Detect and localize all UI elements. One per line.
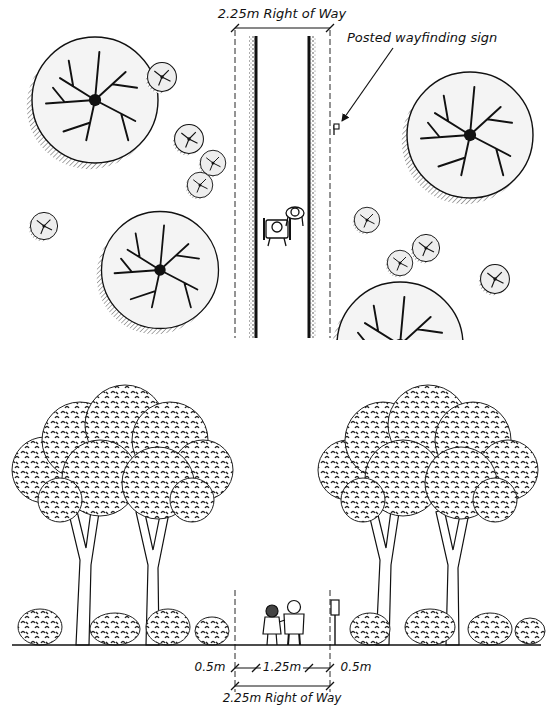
tree-canopy [402,72,533,204]
plan-people [264,207,304,246]
row-line [330,30,331,338]
shrub [18,609,545,645]
shrub [411,234,440,263]
row-line [235,590,236,692]
path-edge [255,36,258,338]
dimension-label: 0.5m [193,661,228,675]
tree-trunks [68,503,470,645]
dimension-label: 2.25m Right of Way [221,692,344,706]
sign-post [331,600,339,645]
sign-symbol [334,124,339,135]
section-view [12,385,545,692]
shrub [146,63,177,94]
row-line [235,30,236,338]
tree-canopy [12,385,538,522]
shrub [29,212,58,241]
plan-trees [27,37,533,340]
dimension-label: 0.5m [339,661,374,675]
tree-canopy [332,282,463,340]
path-edge [310,36,316,338]
shrub [386,250,413,277]
shrub [186,172,213,199]
shrub [479,265,510,296]
dimension-line [235,28,330,29]
dimension-line [235,686,330,687]
leader-arrow [342,48,393,121]
path-edge [308,36,311,338]
shrub [173,125,204,156]
shrub [353,207,380,234]
row-line [330,590,331,692]
plan-view [27,24,533,414]
dimension-label: 1.25m [261,661,303,675]
dimension-label: Posted wayfinding sign [345,31,499,46]
tree-canopy [27,37,158,169]
walkers [263,601,304,646]
dimension-label: 2.25m Right of Way [216,7,349,22]
dimension-tick [231,682,334,690]
tree-canopy [97,212,219,335]
path-edge [249,36,255,338]
dimension-tick [231,24,334,32]
